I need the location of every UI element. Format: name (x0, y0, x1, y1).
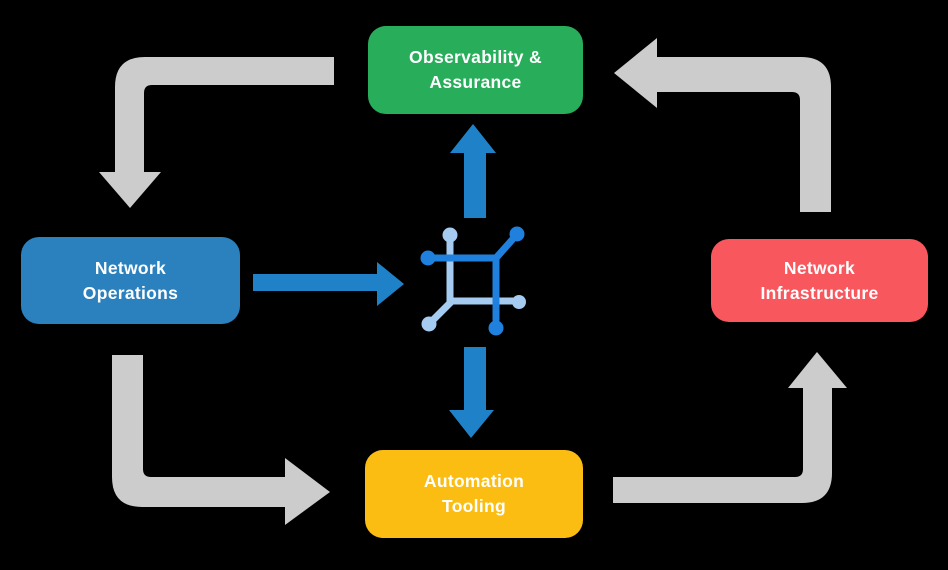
node-network-operations: Network Operations (21, 237, 240, 324)
arrow-center-to-automation (449, 347, 494, 438)
node-label-line: Network (94, 257, 167, 278)
arrow-automation-to-infra (613, 352, 847, 503)
network-mesh-light-nodes (421, 227, 526, 332)
node-label-line: Assurance (429, 72, 522, 92)
node-observability-assurance: Observability & Assurance (368, 26, 583, 114)
node-label-line: Automation (423, 471, 525, 491)
network-mesh-dark-strokes (431, 236, 516, 324)
network-mesh-dark-nodes (420, 226, 525, 336)
network-mesh-light-strokes (429, 236, 517, 324)
node-automation-tooling: Automation Tooling (365, 450, 583, 538)
arrow-infra-to-observability (614, 38, 831, 212)
arrow-netops-to-automation (112, 355, 330, 525)
node-label-line: Observability & (409, 47, 542, 67)
arrow-netops-to-center (253, 262, 404, 306)
node-label-line: Infrastructure (760, 282, 879, 303)
arrow-observability-to-netops (99, 57, 334, 208)
node-network-infrastructure: Network Infrastructure (711, 239, 928, 322)
network-mesh-icon (420, 226, 526, 336)
node-label-line: Operations (82, 282, 179, 303)
node-label-line: Network (783, 257, 856, 278)
arrow-center-to-observability (450, 124, 496, 218)
node-label-line: Tooling (442, 496, 506, 516)
